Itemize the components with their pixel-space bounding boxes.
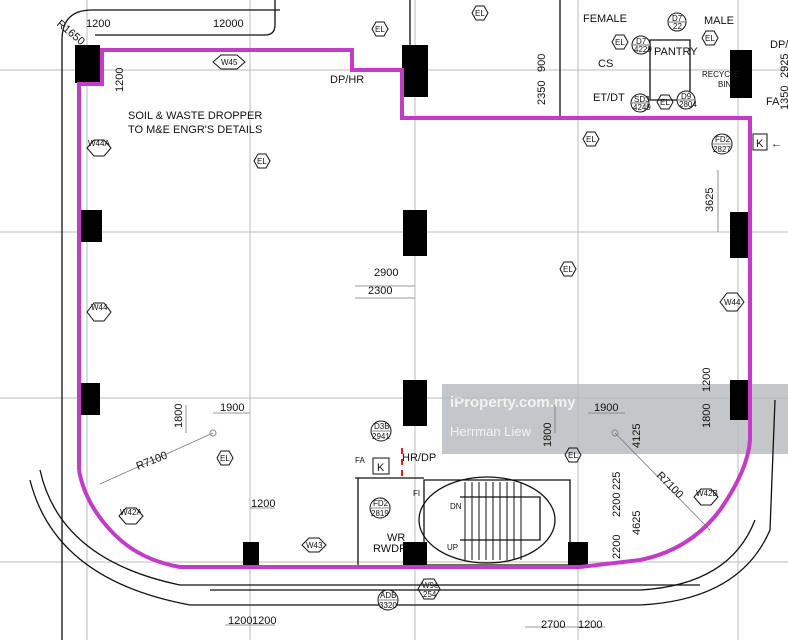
label-fa-top: FA bbox=[766, 96, 780, 108]
tag-el: EL bbox=[660, 98, 670, 107]
dim-2900: 2900 bbox=[374, 267, 398, 279]
room-cs: CS bbox=[598, 58, 613, 70]
door-number: 2819 bbox=[371, 509, 389, 518]
tag-el: EL bbox=[257, 157, 267, 166]
dim-top-1200: 1200 bbox=[86, 18, 110, 30]
dim-bottom-1200a: 1200 bbox=[228, 615, 252, 627]
door-code: ADB bbox=[380, 591, 396, 600]
tag-w44-right: W44 bbox=[724, 298, 741, 307]
stair-treads bbox=[464, 482, 522, 560]
door-code: D7 bbox=[672, 14, 683, 23]
dim-bottom-1200c: 1200 bbox=[578, 619, 602, 631]
dim-2200a: 2200 bbox=[611, 493, 623, 517]
dim-225: 225 bbox=[611, 472, 623, 490]
dim-3625: 3625 bbox=[704, 188, 716, 212]
tag-w42a: W42A bbox=[120, 508, 142, 517]
dim-2925: 2925 bbox=[779, 54, 788, 78]
tag-el: EL bbox=[705, 34, 715, 43]
label-up: UP bbox=[447, 543, 458, 552]
door-code: FD2 bbox=[373, 499, 389, 508]
label-fa-bottom: FA bbox=[355, 456, 365, 465]
dim-2300: 2300 bbox=[368, 285, 392, 297]
tag-el: EL bbox=[568, 451, 578, 460]
dim-r1650: R1650 bbox=[54, 18, 87, 48]
room-recycle: RECYCLE bbox=[702, 70, 740, 79]
window-tags bbox=[86, 54, 745, 600]
arrow-left-icon: ← bbox=[771, 138, 782, 150]
unit-boundary bbox=[77, 48, 752, 569]
tag-el: EL bbox=[375, 25, 385, 34]
dim-far-1800: 1800 bbox=[701, 404, 713, 428]
label-fi: FI bbox=[413, 489, 420, 498]
tag-el: EL bbox=[563, 265, 573, 274]
door-code: SD3 bbox=[634, 95, 650, 104]
label-k-bottom: K bbox=[377, 462, 385, 474]
door-number: 3320 bbox=[379, 601, 397, 610]
dim-right-1800: 1800 bbox=[542, 423, 554, 447]
structural-columns bbox=[75, 45, 752, 566]
emergency-light-tags: EL EL EL EL EL EL EL EL EL EL bbox=[216, 5, 719, 466]
dim-2700: 2700 bbox=[541, 619, 565, 631]
door-number: 2804 bbox=[679, 100, 697, 109]
note-dropper-1: SOIL & WASTE DROPPER bbox=[128, 110, 262, 122]
dim-left-1800: 1800 bbox=[173, 404, 185, 428]
room-pantry: PANTRY bbox=[654, 46, 698, 58]
tag-el: EL bbox=[220, 454, 230, 463]
door-code: FD2 bbox=[715, 135, 731, 144]
tag-w9e-num: 254 bbox=[423, 590, 437, 599]
tag-w44a: W44A bbox=[88, 139, 110, 148]
dim-bottom-1200: 1200 bbox=[251, 498, 275, 510]
dim-dropper-1200: 1200 bbox=[114, 68, 126, 92]
dim-top-12000: 12000 bbox=[213, 18, 244, 30]
room-bin: BIN bbox=[718, 80, 732, 89]
dim-4125: 4125 bbox=[631, 424, 643, 448]
dim-900: 900 bbox=[536, 54, 548, 72]
label-k-right: K bbox=[756, 138, 764, 150]
dim-right-r7100: R7100 bbox=[654, 470, 685, 501]
dim-2200b: 2200 bbox=[611, 535, 623, 559]
door-code: D3B bbox=[374, 422, 390, 431]
tag-el: EL bbox=[586, 135, 596, 144]
tag-w42b: W42B bbox=[696, 489, 718, 498]
door-number: 4249 bbox=[633, 103, 651, 112]
dim-1350: 1350 bbox=[779, 86, 788, 110]
label-dp-right: DP/ bbox=[770, 39, 788, 51]
dim-bottom-1200b: 1200 bbox=[252, 615, 276, 627]
dim-left-1900: 1900 bbox=[220, 402, 244, 414]
tag-el: EL bbox=[475, 9, 485, 18]
door-number: 4229 bbox=[634, 45, 652, 54]
dim-left-r7100: R7100 bbox=[135, 450, 170, 473]
tag-w43: W43 bbox=[306, 541, 323, 550]
dim-4625: 4625 bbox=[631, 511, 643, 535]
room-female: FEMALE bbox=[583, 13, 627, 25]
tag-w9e: W9e bbox=[422, 581, 439, 590]
tag-el: EL bbox=[615, 38, 625, 47]
label-dp-hr: DP/HR bbox=[330, 74, 364, 86]
room-et-dt: ET/DT bbox=[593, 92, 625, 104]
door-code: D7 bbox=[636, 37, 647, 46]
dimension-lines bbox=[99, 170, 719, 628]
door-number: 2827 bbox=[713, 145, 731, 154]
door-code: D9 bbox=[681, 92, 692, 101]
door-number: 22 bbox=[673, 22, 682, 31]
tag-w45: W45 bbox=[221, 58, 238, 67]
label-dn: DN bbox=[450, 502, 462, 511]
room-male: MALE bbox=[704, 15, 734, 27]
label-rwdp: RWDP bbox=[373, 543, 406, 555]
watermark-agent: Herrman Liew bbox=[450, 424, 531, 439]
dim-2350: 2350 bbox=[536, 81, 548, 105]
dim-right-1900: 1900 bbox=[594, 402, 618, 414]
door-number: 2941 bbox=[372, 432, 390, 441]
tag-w44-left: W44 bbox=[91, 303, 108, 312]
label-hr-dp: HR/DP bbox=[402, 452, 436, 464]
note-dropper-2: TO M&E ENGR'S DETAILS bbox=[128, 124, 262, 136]
label-wr: WR bbox=[387, 532, 405, 544]
dim-far-1200: 1200 bbox=[701, 368, 713, 392]
